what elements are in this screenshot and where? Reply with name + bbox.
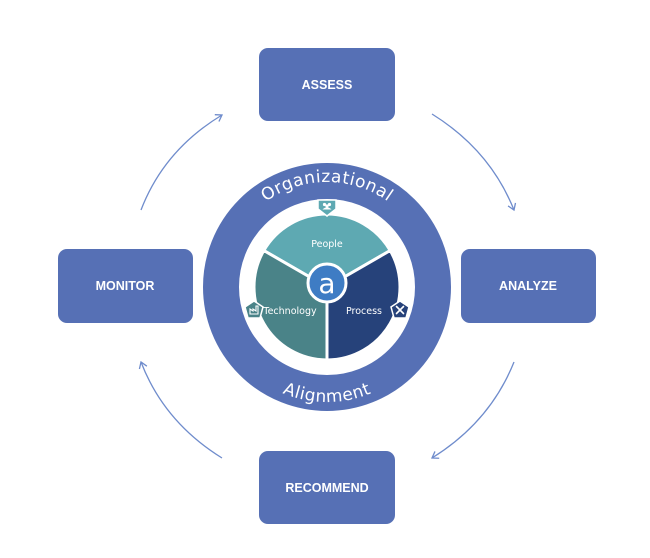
technology-badge (244, 300, 264, 319)
slice-people-label: People (311, 239, 343, 250)
brand-logo-icon (306, 262, 348, 304)
brand-logo-letter: a (318, 267, 335, 300)
people-icon (322, 202, 332, 210)
process-badge (390, 300, 410, 319)
step-assess: ASSESS (259, 48, 395, 121)
brand-logo: a (306, 262, 348, 304)
arrow-analyze-to-recommend (431, 361, 515, 459)
arrow-recommend-to-monitor (138, 360, 223, 459)
step-analyze-label: ANALYZE (499, 279, 557, 293)
slice-process-label: Process (346, 306, 382, 317)
step-recommend-label: RECOMMEND (285, 481, 368, 495)
slice-technology-label: Technology (262, 306, 317, 317)
step-analyze: ANALYZE (461, 249, 596, 323)
alignment-ring (203, 163, 451, 411)
tools-icon (395, 305, 405, 315)
factory-icon (249, 305, 259, 315)
step-monitor-label: MONITOR (96, 279, 155, 293)
people-badge (317, 199, 337, 217)
step-recommend: RECOMMEND (259, 451, 395, 524)
arrow-monitor-to-assess (140, 114, 224, 211)
step-assess-label: ASSESS (302, 78, 353, 92)
arrow-assess-to-analyze (431, 113, 517, 212)
step-monitor: MONITOR (58, 249, 193, 323)
